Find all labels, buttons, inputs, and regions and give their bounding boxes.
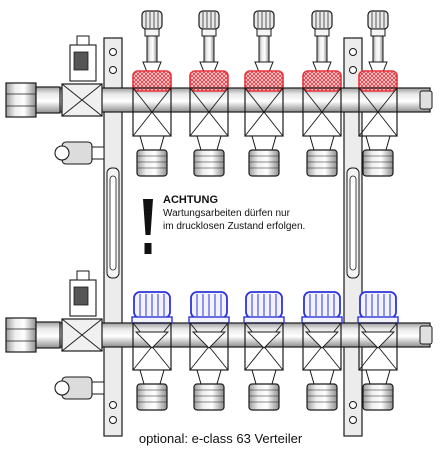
supply-circuit: [302, 10, 342, 177]
gauge-window: [109, 175, 117, 271]
side-fittings: [5, 35, 105, 400]
return-valve-body: [360, 331, 396, 349]
return-valve-body: [191, 331, 227, 349]
outlet-connector: [248, 149, 280, 177]
union-body: [35, 86, 61, 114]
outlet-neck: [196, 369, 222, 385]
bracket-hole: [109, 401, 117, 409]
outlet-connector: [362, 383, 394, 411]
side-fitting: [5, 35, 105, 165]
outlet-neck: [139, 135, 165, 151]
sight-gauges: [106, 167, 360, 279]
handwheel: [198, 10, 220, 30]
warning-line-1: Wartungsarbeiten dürfen nur: [163, 208, 290, 219]
return-circuit: [188, 291, 230, 411]
outlet-connector: [362, 149, 394, 177]
outlet-connector: [306, 383, 338, 411]
exclamation-icon: [143, 199, 153, 254]
handwheel: [253, 10, 275, 30]
return-circuit: [301, 291, 343, 411]
supply-circuits: [132, 10, 398, 177]
side-fitting: [5, 270, 105, 400]
return-valve-body: [304, 331, 340, 349]
warning-line-2: im drucklosen Zustand erfolgen.: [163, 221, 306, 232]
outlet-neck: [309, 369, 335, 385]
outlet-neck: [251, 369, 277, 385]
end-cap: [419, 90, 433, 110]
bracket-hole: [349, 416, 357, 424]
bracket-hole: [349, 48, 357, 56]
outlet-neck: [139, 369, 165, 385]
supply-circuit: [189, 10, 229, 177]
return-valve-body: [134, 331, 170, 349]
supply-circuit: [244, 10, 284, 177]
bracket-hole: [109, 66, 117, 74]
warning-text: ACHTUNG Wartungsarbeiten dürfen nur im d…: [163, 193, 305, 233]
supply-valve-cap: [358, 70, 398, 92]
return-circuit: [131, 291, 173, 411]
supply-valve-cap: [302, 70, 342, 92]
bracket-hole: [349, 66, 357, 74]
handwheel: [367, 10, 389, 30]
supply-valve-cap: [244, 70, 284, 92]
outlet-neck: [196, 135, 222, 151]
return-valve-body: [246, 331, 282, 349]
outlet-connector: [136, 149, 168, 177]
return-circuits: [131, 291, 399, 411]
bracket-hole: [109, 48, 117, 56]
end-cap: [419, 325, 433, 345]
outlet-connector: [193, 383, 225, 411]
warning-title: ACHTUNG: [163, 194, 218, 206]
outlet-neck: [365, 369, 391, 385]
union-nut: [5, 82, 37, 118]
outlet-neck: [251, 135, 277, 151]
outlet-connector: [248, 383, 280, 411]
return-circuit: [357, 291, 399, 411]
flow-gauge: [106, 167, 120, 279]
return-circuit: [243, 291, 285, 411]
flow-gauge: [346, 167, 360, 279]
bracket-hole: [349, 401, 357, 409]
union-body: [35, 321, 61, 349]
supply-valve-cap: [132, 70, 172, 92]
supply-circuit: [132, 10, 172, 177]
outlet-connector: [193, 149, 225, 177]
supply-circuit: [358, 10, 398, 177]
union-nut: [5, 317, 37, 353]
supply-valve-cap: [189, 70, 229, 92]
outlet-neck: [365, 135, 391, 151]
outlet-connector: [136, 383, 168, 411]
handwheel: [311, 10, 333, 30]
caption: optional: e-class 63 Verteiler: [138, 431, 303, 446]
outlet-connector: [306, 149, 338, 177]
gauge-window: [349, 175, 357, 271]
bracket-hole: [109, 416, 117, 424]
handwheel: [141, 10, 163, 30]
outlet-neck: [309, 135, 335, 151]
